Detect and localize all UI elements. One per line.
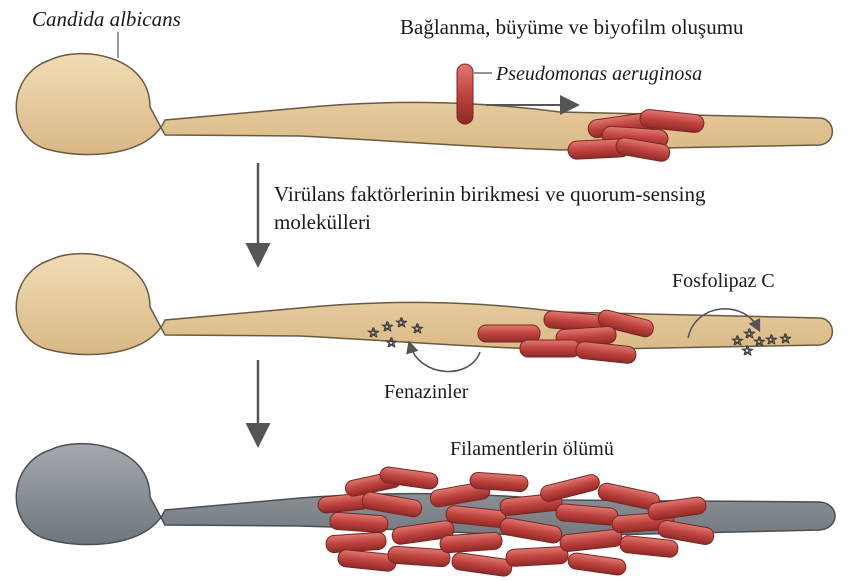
attaching-bacterium [457,64,473,124]
stage3-bacteria-mass [317,466,715,577]
organism-label: Candida albicans [32,7,181,31]
bacterium-label: Pseudomonas aeruginosa [495,63,702,85]
svg-text:✰: ✰ [396,316,407,331]
svg-text:✰: ✰ [754,335,765,350]
phenazine-arrow [410,345,480,371]
svg-text:✰: ✰ [742,344,753,359]
svg-text:✰: ✰ [766,333,777,348]
stage1-candida-cell [16,54,832,155]
stage1-label: Bağlanma, büyüme ve biyofilm oluşumu [400,15,744,39]
svg-text:✰: ✰ [386,336,397,351]
stage2-candida-cell [16,254,832,355]
svg-text:✰: ✰ [412,322,423,337]
stage2-label-line1: Virülans faktörlerinin birikmesi ve quor… [274,182,706,206]
svg-text:✰: ✰ [368,326,379,341]
stage2-label-line2: molekülleri [274,210,371,234]
phospholipase-label: Fosfolipaz C [672,270,775,292]
svg-text:✰: ✰ [382,320,393,335]
stage3-label: Filamentlerin ölümü [450,438,614,460]
phenazines-label: Fenazinler [384,381,469,403]
svg-text:✰: ✰ [780,332,791,347]
